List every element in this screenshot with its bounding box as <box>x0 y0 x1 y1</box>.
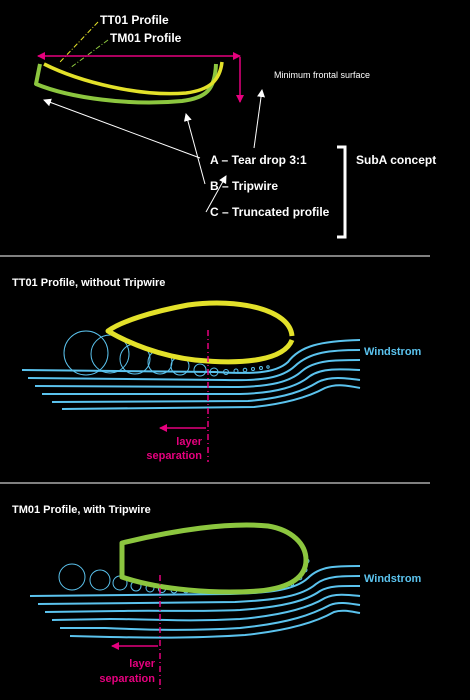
concept-bracket <box>337 145 347 239</box>
panel2-separation-label-line1: layer <box>129 658 155 670</box>
panel2-separation-label-line2: separation <box>99 673 155 685</box>
panel-tt01: TT01 Profile, without Tripwire <box>12 277 422 462</box>
tt01-leader <box>59 21 99 63</box>
panel1-separation-label-line1: layer <box>176 436 202 448</box>
pointer-arrow-frontal <box>253 89 266 149</box>
concept-c: C – Truncated profile <box>210 205 330 219</box>
panel1-tt01-profile <box>105 300 295 365</box>
pointer-arrow-c <box>205 175 227 213</box>
tt01-profile-label: TT01 Profile <box>100 13 169 27</box>
concept-a: A – Tear drop 3:1 <box>210 153 307 167</box>
frontal-surface-note: Minimum frontal surface <box>274 70 370 80</box>
panel1-separation-label-line2: separation <box>146 450 202 462</box>
tt01-profile-top <box>43 61 224 96</box>
concept-title: SubA concept <box>356 153 436 167</box>
tm01-leader <box>69 39 109 69</box>
panel2-tm01-profile <box>119 522 309 595</box>
profile-comparison: TT01 Profile TM01 Profile Minimum fronta… <box>34 13 436 239</box>
pointer-arrow-b <box>183 113 206 185</box>
panel1-title: TT01 Profile, without Tripwire <box>12 277 165 289</box>
tm01-profile-label: TM01 Profile <box>110 31 182 45</box>
panel2-title: TM01 Profile, with Tripwire <box>12 504 151 516</box>
panel2-windstrom-label: Windstrom <box>364 573 422 585</box>
panel1-streamlines <box>21 339 361 410</box>
tm01-profile-top <box>34 63 218 105</box>
concept-b: B – Tripwire <box>210 179 278 193</box>
panel1-windstrom-label: Windstrom <box>364 346 422 358</box>
pointer-arrow-a <box>43 98 201 159</box>
panel-tm01: TM01 Profile, with Tripwire <box>12 504 422 692</box>
